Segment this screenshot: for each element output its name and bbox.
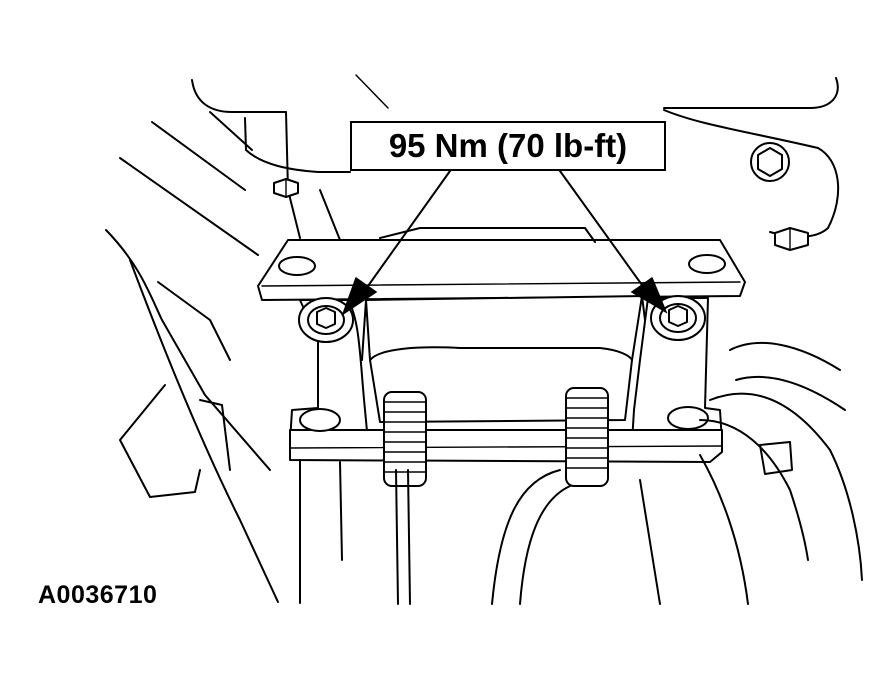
lower-housing-inner-left xyxy=(339,461,343,561)
base-hole-right xyxy=(667,406,709,430)
wiring-harness-loop-inner xyxy=(519,485,571,605)
threaded-stud-right-icon xyxy=(565,387,609,487)
left-structure-line-2 xyxy=(119,157,259,256)
plate-hole-left xyxy=(278,256,316,276)
housing-line-b xyxy=(355,74,389,109)
housing-line-a xyxy=(209,111,253,151)
plate-hole-right xyxy=(688,254,726,274)
upper-housing-right xyxy=(663,77,839,109)
mount-body-left-rib xyxy=(361,299,367,361)
left-structure-line-5 xyxy=(157,281,231,361)
housing-boss xyxy=(244,117,351,173)
mount-base-edge xyxy=(289,445,723,449)
wiring-harness-right-2 xyxy=(699,419,809,561)
hex-nut-right-icon xyxy=(774,227,809,251)
connector-block xyxy=(759,441,793,475)
left-structure-line-3 xyxy=(105,229,271,471)
mount-top-plate-edge xyxy=(261,281,741,287)
lower-right-line xyxy=(639,479,661,605)
hex-nut-left-icon xyxy=(273,178,299,198)
left-bracket xyxy=(119,384,201,498)
housing-line-c xyxy=(285,111,301,239)
wiring-harness-right-3 xyxy=(729,341,841,371)
wiring-harness-loop xyxy=(491,469,561,605)
wiring-harness-right-4 xyxy=(735,375,846,411)
housing-line-d xyxy=(319,189,341,241)
base-hole-left xyxy=(299,408,341,432)
housing-lower-edge xyxy=(663,109,840,238)
wiring-harness-right-1 xyxy=(709,392,863,581)
lower-housing-inner-left-3 xyxy=(407,469,411,605)
lower-housing-inner-left-2 xyxy=(395,469,399,605)
callout-leader-left xyxy=(341,170,451,316)
lower-housing-right xyxy=(699,454,749,605)
mount-top-plate xyxy=(257,239,746,301)
torque-label: 95 Nm (70 lb-ft) xyxy=(388,127,628,164)
mount-bolt-left-icon xyxy=(298,297,354,343)
left-structure-line-4 xyxy=(129,259,279,603)
mount-top-ridge xyxy=(379,227,596,243)
threaded-stud-left-icon xyxy=(383,391,427,487)
left-structure-line-1 xyxy=(151,121,246,191)
torque-callout: 95 Nm (70 lb-ft) xyxy=(350,121,666,171)
upper-housing-outline xyxy=(191,79,287,113)
callout-leader-right xyxy=(559,170,668,314)
figure-id: A0036710 xyxy=(38,581,158,609)
left-bracket-inner xyxy=(199,399,231,471)
hex-bolt-upper-right-icon xyxy=(750,142,790,182)
mount-body-top-curve xyxy=(369,346,633,361)
